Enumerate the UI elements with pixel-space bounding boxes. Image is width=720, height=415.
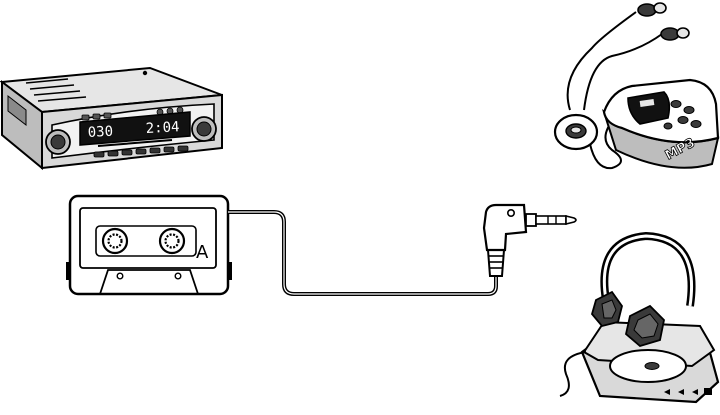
cassette-bottom-guide (99, 269, 199, 295)
earbud-wire-left (566, 11, 637, 111)
car-radio-vents (25, 78, 87, 102)
radio-track-number: 030 (87, 124, 113, 141)
adapter-cable (228, 210, 498, 296)
plug-body (482, 203, 528, 252)
cd-player-with-headphones (559, 231, 720, 404)
cassette-hole-left (116, 272, 124, 280)
left-reel (101, 227, 129, 255)
mp3-player-with-earbuds: MP3 (553, 2, 720, 170)
cassette-hole-right (174, 272, 182, 280)
headphone-ear-left (591, 290, 623, 328)
remote-to-player-wire (589, 123, 622, 170)
cd-player-cable (559, 351, 587, 397)
plug-sleeve (525, 213, 537, 227)
headphone-band-inner (602, 234, 694, 307)
radio-time: 2:04 (145, 119, 180, 137)
adapter-cable-highlight (228, 211, 497, 295)
car-radio-buttons-top (81, 106, 184, 121)
right-reel (158, 227, 186, 255)
car-radio-preset-buttons (93, 145, 189, 158)
car-radio-side-slot (7, 94, 27, 127)
tuning-knob (191, 116, 217, 142)
plug-body-dot (506, 209, 515, 218)
car-radio: 030 2:04 (0, 66, 223, 171)
mp3-player-buttons (663, 100, 702, 130)
plug-strain-relief (486, 249, 506, 277)
headphone-plug (482, 203, 577, 277)
inline-remote (553, 113, 599, 151)
cd-disc-hub (644, 362, 660, 370)
mp3-player: MP3 (601, 78, 720, 169)
plug-tip (565, 214, 577, 226)
earbud-right (660, 27, 690, 41)
earbud-left (637, 2, 667, 17)
car-radio-screw (142, 70, 148, 76)
cassette-side-label: A (196, 242, 209, 263)
plug-shaft (535, 215, 567, 225)
earbud-wire-right (583, 33, 663, 111)
car-radio-tape-slot (97, 139, 173, 147)
volume-knob (45, 129, 71, 155)
radio-display (79, 111, 191, 146)
cassette-adapter: A (66, 194, 232, 296)
mp3-player-screen (627, 91, 671, 125)
headphone-ear-right (625, 304, 665, 348)
cd-player-controls (664, 388, 712, 395)
